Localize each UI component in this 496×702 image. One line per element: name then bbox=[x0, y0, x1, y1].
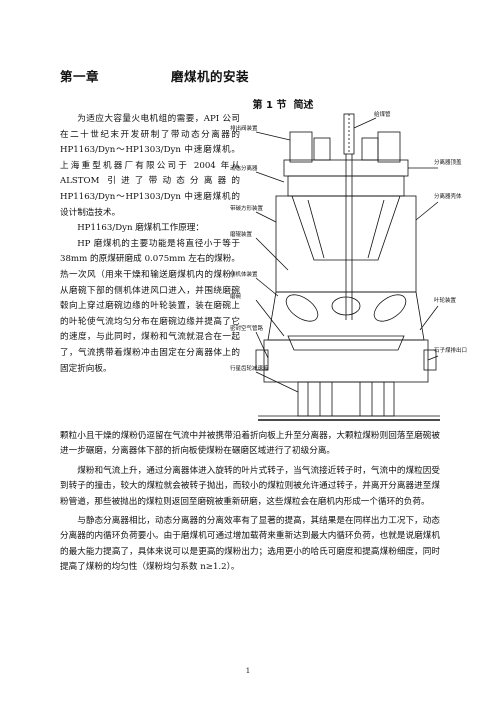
label-pyrite-outlet: 石子煤排出口 bbox=[434, 346, 467, 354]
label-dynamic-separator: 动态分离器 bbox=[230, 164, 258, 172]
label-roller-device: 磨辊装置 bbox=[230, 230, 253, 238]
chapter-label: 第一章 bbox=[60, 69, 100, 84]
label-seal-air-pipe: 密封空气管路 bbox=[230, 324, 264, 332]
paragraph-principle: HP 磨煤机的主要功能是将直径小于等于 38mm 的原煤研磨成 0.075mm … bbox=[60, 238, 240, 374]
paragraph-principle-heading: HP1163/Dyn 磨煤机工作原理： bbox=[77, 223, 204, 234]
label-side-body: 侧机体装置 bbox=[230, 270, 258, 278]
label-impeller-device: 叶轮装置 bbox=[434, 296, 457, 304]
label-separator-cover: 分离器顶盖 bbox=[434, 158, 462, 166]
label-carbon-device: 带碳方形装置 bbox=[230, 204, 264, 212]
section-title: 简述 bbox=[293, 100, 314, 111]
paragraph-intro: 为适应大容量火电机组的需要，API 公司在二十世纪末开发研制了带动态分离器的 H… bbox=[60, 114, 240, 218]
paragraph-separation: 颗粒小且干燥的煤粉仍逗留在气流中并被携带沿着折向板上升至分离器，大颗粒煤粉则回落… bbox=[60, 431, 440, 457]
label-coal-feed-pipe: 给煤管 bbox=[374, 110, 391, 118]
section-heading: 第 1 节 简述 bbox=[0, 96, 496, 111]
label-separator-shell: 分离器壳体 bbox=[434, 192, 462, 200]
label-bowl: 磨碗 bbox=[230, 292, 242, 300]
left-text-column: 为适应大容量火电机组的需要，API 公司在二十世纪末开发研制了带动态分离器的 H… bbox=[60, 112, 240, 377]
page-number: 1 bbox=[245, 667, 251, 675]
chapter-heading: 第一章 磨煤机的安装 bbox=[60, 66, 249, 85]
label-discharge-valve: 排出阀装置 bbox=[230, 124, 258, 132]
chapter-title: 磨煤机的安装 bbox=[171, 69, 250, 84]
label-planetary-gearbox: 行星齿轮减速箱 bbox=[230, 364, 269, 372]
paragraph-comparison: 与静态分离器相比，动态分离器的分离效率有了显著的提高，其结果是在同样出力工况下，… bbox=[60, 516, 440, 573]
section-label: 第 1 节 bbox=[252, 100, 287, 111]
full-width-text: 颗粒小且干燥的煤粉仍逗留在气流中并被携带沿着折向板上升至分离器，大颗粒煤粉则回落… bbox=[60, 429, 440, 580]
paragraph-rotor: 煤粉和气流上升，通过分离器体进入旋转的叶片式转子，当气流接近转子时，气流中的煤粒… bbox=[60, 465, 440, 507]
mill-cross-section-figure: 给煤管 排出阀装置 动态分离器 带碳方形装置 磨辊装置 侧机体装置 磨碗 密封空… bbox=[230, 110, 467, 421]
